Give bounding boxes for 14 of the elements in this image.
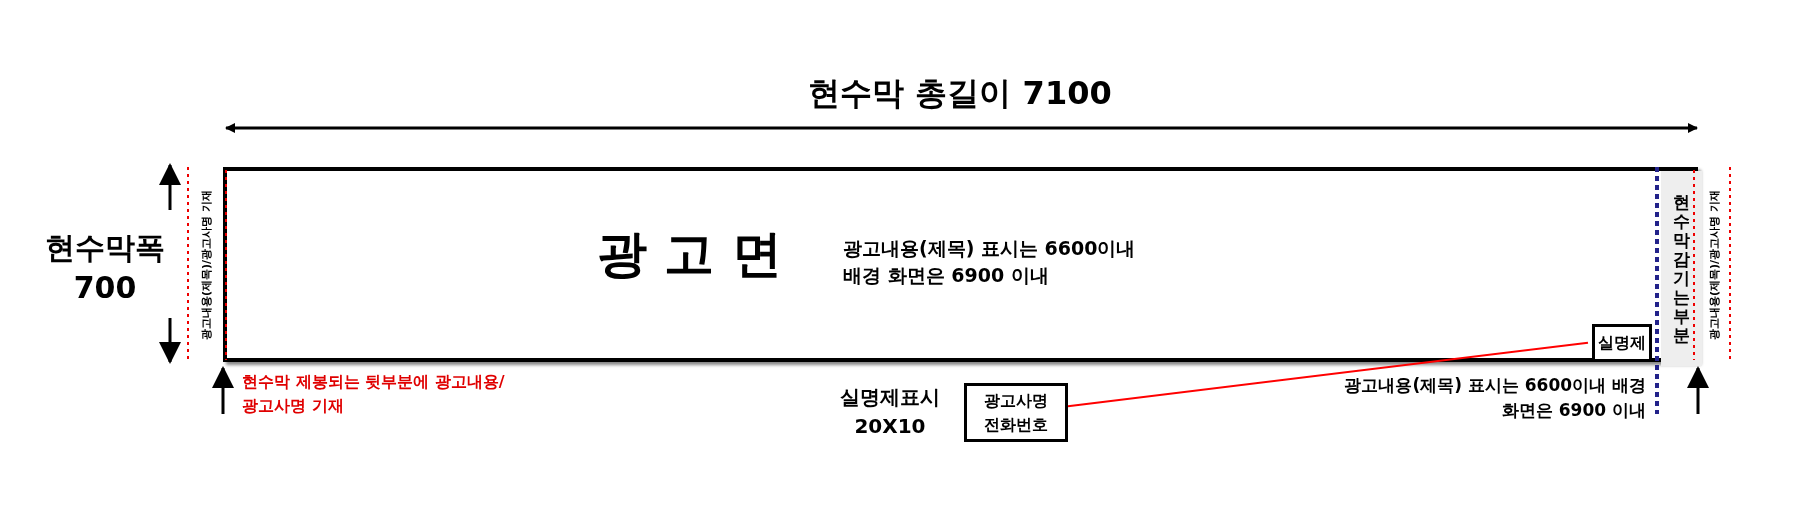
name-tag-size: 실명제표시 20X10 (839, 384, 941, 440)
edge-note: 광고내용(제목)/광고사명 기재 (199, 189, 214, 342)
dimension-label: 현수막 총길이 7100 (807, 73, 1113, 114)
winding-section (1661, 171, 1702, 366)
name-tag-box: 실명제 (1592, 324, 1652, 362)
content-note: 광고내용(제목) 표시는 6600이내 배경 화면은 6900 이내 (843, 236, 1137, 288)
seam-note: 현수막 제봉되는 뒷부분에 광고내용/광고사명 기재 (242, 371, 506, 417)
banner-title: 광 고 면 (597, 224, 782, 285)
edge-note: 광고내용(제목)/광고사명 기재 (1707, 189, 1722, 342)
leader-line (1067, 341, 1589, 408)
company-info-box: 광고사명 전화번호 (964, 383, 1068, 442)
dimension-label: 현수막폭 700 (44, 229, 166, 307)
content-note: 광고내용(제목) 표시는 6600이내 배경 화면은 6900 이내 (1343, 374, 1646, 422)
section-label: 현수막 감기는 부분 (1672, 192, 1691, 345)
